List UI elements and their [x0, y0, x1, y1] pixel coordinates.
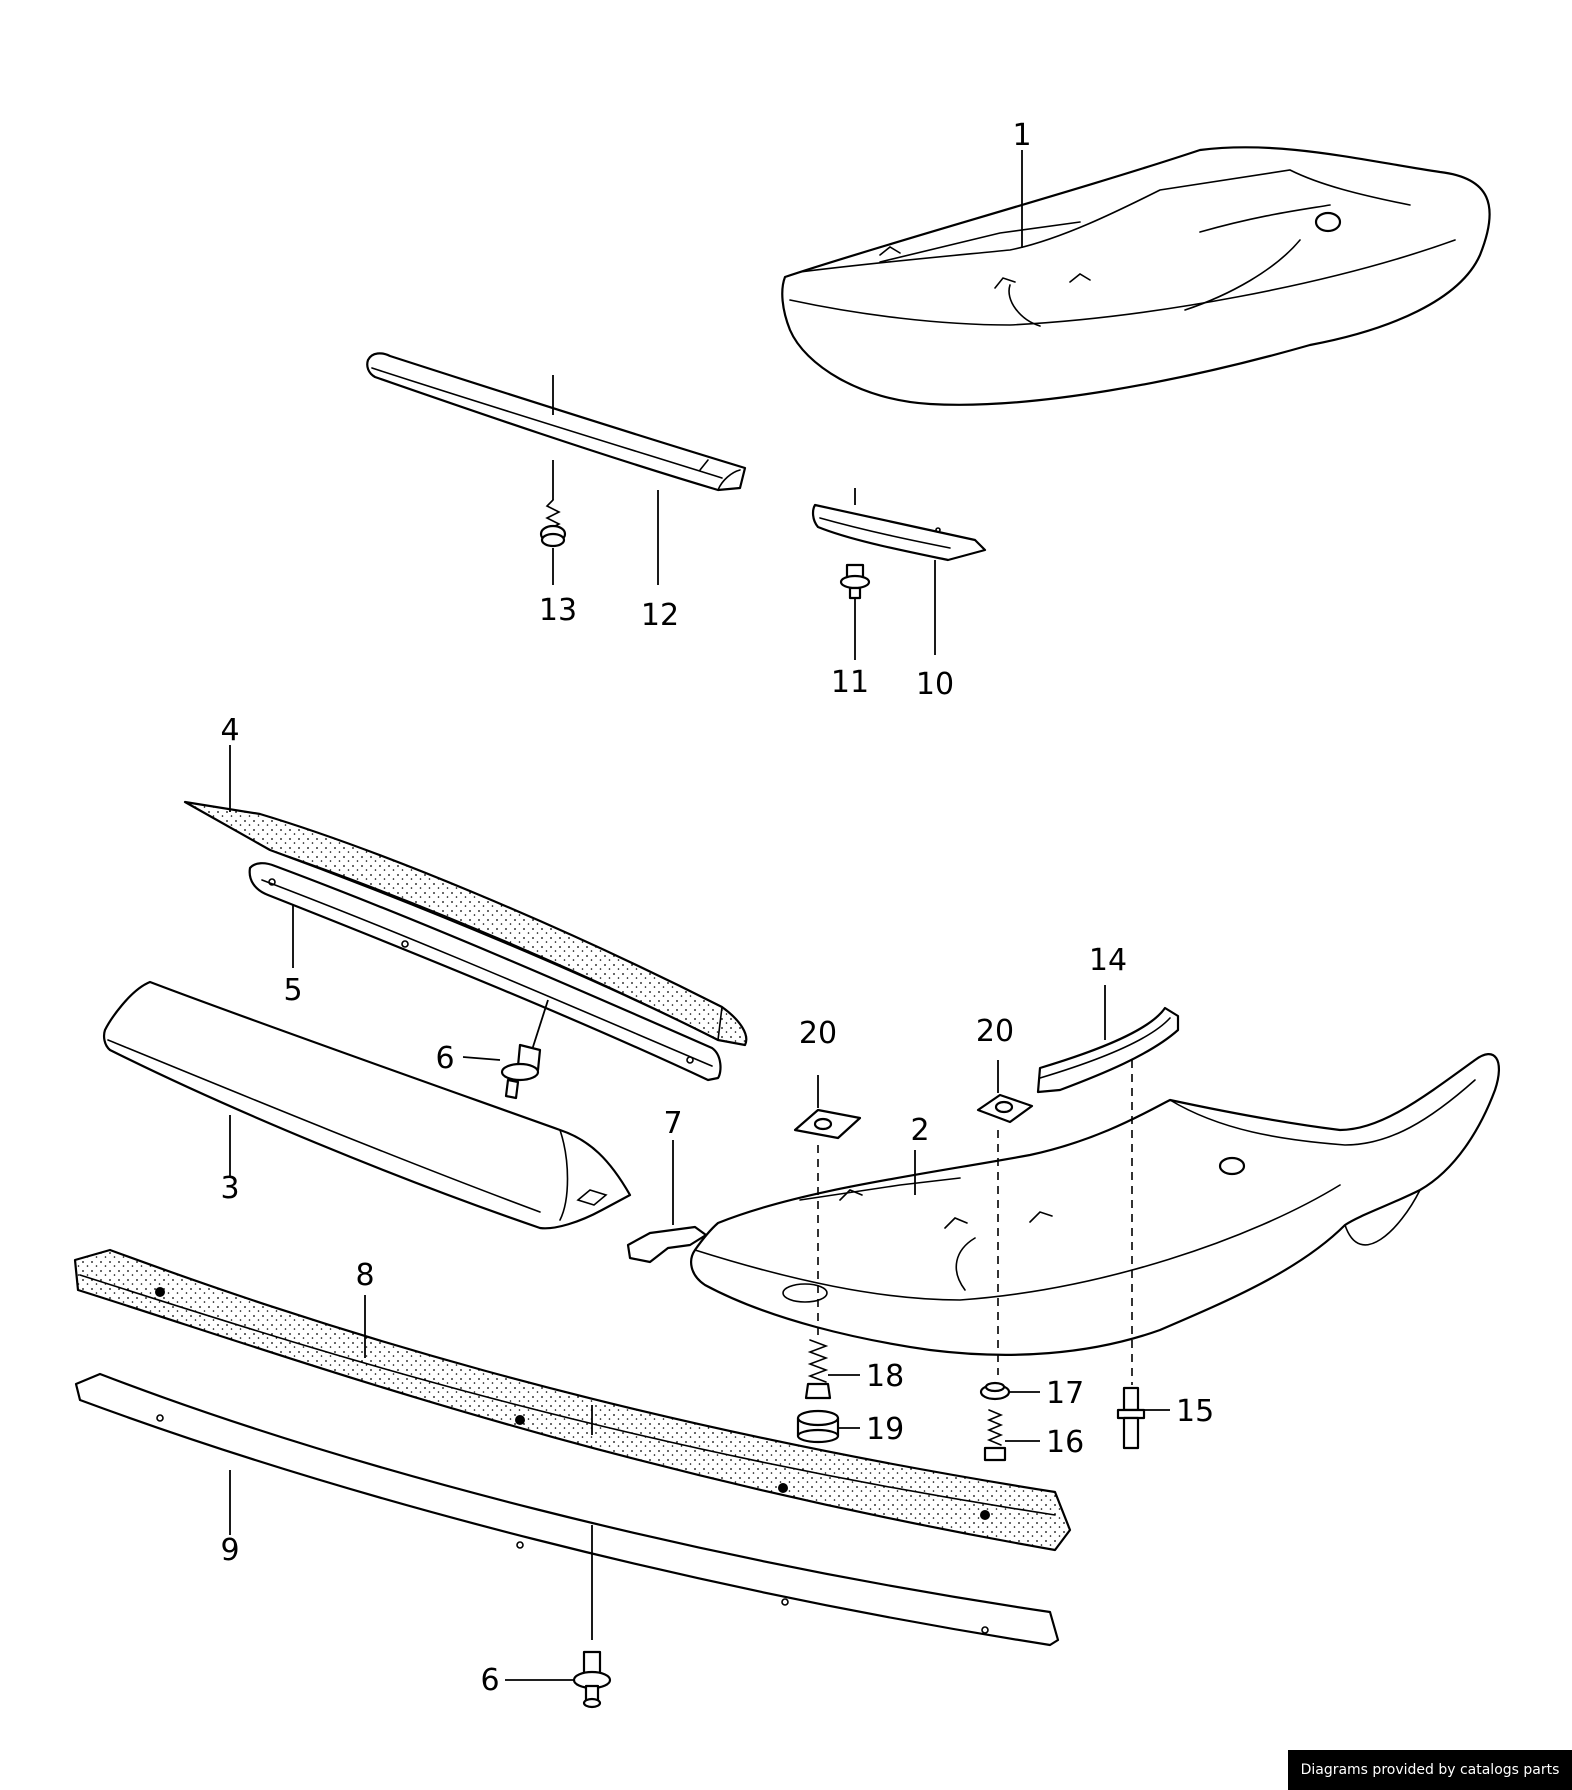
callout-1: 1: [1012, 118, 1031, 153]
callout-6-upper: 6: [435, 1041, 454, 1076]
callout-leaders: [229, 150, 1170, 1681]
callout-9: 9: [220, 1533, 239, 1568]
part-9-support-strip: [74, 1372, 1060, 1647]
callout-20-left: 20: [799, 1016, 837, 1051]
part-14-guide: [1036, 1006, 1180, 1094]
callout-2: 2: [910, 1113, 929, 1148]
callout-13: 13: [539, 593, 577, 628]
callout-7: 7: [663, 1106, 682, 1141]
part-3-bumper-cover: [102, 980, 632, 1230]
part-1-bumper-shell-upper: [781, 146, 1491, 406]
part-16-screw: [983, 1409, 1007, 1462]
callout-15: 15: [1176, 1394, 1214, 1429]
credit-banner: Diagrams provided by catalogs parts: [1288, 1750, 1572, 1790]
callout-4: 4: [220, 713, 239, 748]
part-18-screw: [804, 1339, 832, 1400]
part-6-push-rivet-lower: [572, 1405, 612, 1709]
callout-10: 10: [916, 667, 954, 702]
callout-3: 3: [220, 1171, 239, 1206]
part-4-foam-strip: [183, 800, 748, 1047]
part-11-rivet: [839, 488, 871, 625]
callout-8: 8: [355, 1258, 374, 1293]
part-6-push-rivet-upper: [500, 999, 549, 1100]
callout-6-lower: 6: [480, 1663, 499, 1698]
callout-18: 18: [866, 1359, 904, 1394]
part-13-screw: [539, 375, 567, 548]
callout-19: 19: [866, 1412, 904, 1447]
part-10-bracket: [811, 503, 987, 562]
part-8-impact-strip: [73, 1248, 1072, 1552]
part-12-trim-strip: [366, 352, 747, 492]
part-15-stud: [1116, 1386, 1146, 1450]
callout-14: 14: [1089, 943, 1127, 978]
callout-5: 5: [283, 973, 302, 1008]
part-20-clip-right: [976, 1093, 1034, 1124]
part-7-clip: [626, 1225, 708, 1264]
callout-11: 11: [831, 665, 869, 700]
part-2-bumper-shell-lower: [690, 1053, 1500, 1356]
callout-17: 17: [1046, 1376, 1084, 1411]
part-20-clip-left: [793, 1108, 862, 1140]
part-17-nut: [979, 1381, 1011, 1401]
callout-12: 12: [641, 598, 679, 633]
part-19-washer: [796, 1409, 840, 1444]
callout-16: 16: [1046, 1425, 1084, 1460]
callout-20-right: 20: [976, 1014, 1014, 1049]
part-5-retainer-strip: [248, 862, 722, 1082]
